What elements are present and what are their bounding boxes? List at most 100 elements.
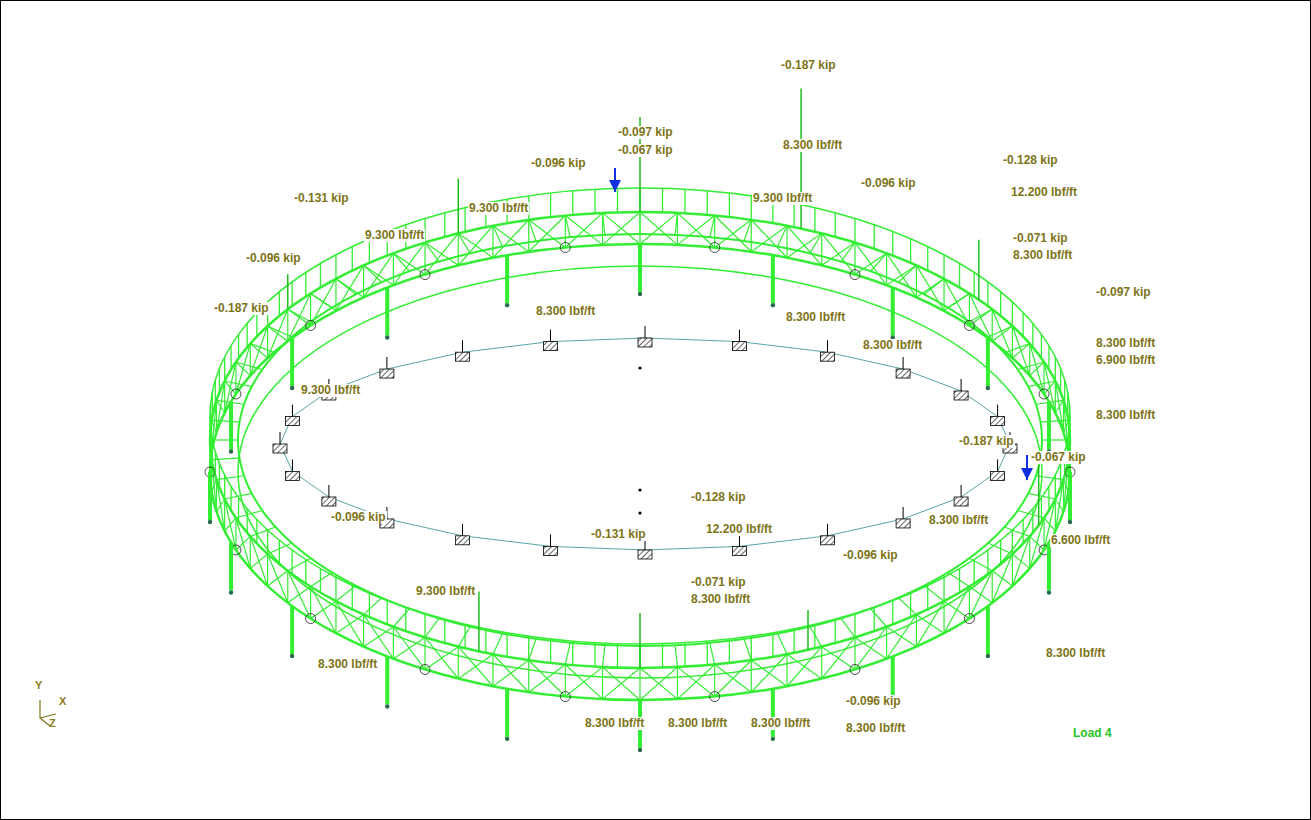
- distributed-load: [892, 600, 893, 624]
- distributed-load: [594, 189, 595, 213]
- load-value: 8.300 lbf/ft: [317, 658, 378, 671]
- truss-member: [1055, 499, 1056, 531]
- load-case-name: Load 4: [1072, 727, 1113, 740]
- truss-member: [267, 326, 268, 358]
- distributed-load: [210, 404, 211, 428]
- truss-member: [393, 253, 409, 271]
- load-value: 8.300 lbf/ft: [1095, 337, 1156, 350]
- node-marker: [306, 614, 316, 624]
- node-marker: [850, 270, 860, 280]
- truss-member: [364, 615, 394, 659]
- truss-member: [744, 220, 751, 241]
- truss-member: [1044, 518, 1055, 531]
- truss-member: [603, 212, 640, 245]
- distributed-load: [230, 346, 231, 370]
- distributed-load: [974, 273, 975, 297]
- truss-member: [528, 660, 529, 692]
- node-marker: [1039, 389, 1049, 399]
- truss-member: [1012, 326, 1013, 358]
- truss-member: [288, 309, 311, 322]
- fixed-support: [732, 546, 746, 555]
- distributed-load: [943, 577, 944, 601]
- truss-member: [458, 226, 493, 266]
- truss-member: [493, 220, 529, 258]
- distributed-load: [1064, 380, 1065, 404]
- column-end: [638, 292, 642, 296]
- column-end: [986, 654, 990, 658]
- load-value: 9.300 lbf/ft: [300, 384, 361, 397]
- truss-member: [1018, 362, 1044, 370]
- support-post: [961, 485, 962, 497]
- truss-member: [1063, 420, 1068, 432]
- truss-member: [217, 476, 245, 480]
- truss-member: [777, 226, 787, 247]
- point-load-arrow: [614, 168, 616, 192]
- distributed-load: [335, 255, 336, 279]
- load-value: 8.300 lbf/ft: [1045, 647, 1106, 660]
- distributed-load: [464, 208, 465, 232]
- truss-member: [425, 637, 458, 678]
- truss-member: [493, 226, 503, 247]
- node-marker: [850, 664, 860, 674]
- fixed-support: [544, 546, 558, 555]
- truss: [205, 212, 1075, 702]
- distributed-load: [729, 193, 730, 217]
- truss-member: [886, 627, 887, 659]
- truss-member: [529, 660, 566, 696]
- node-marker: [560, 242, 570, 252]
- fixed-support: [991, 471, 1005, 480]
- column-load: [1047, 542, 1051, 590]
- truss-member: [916, 615, 917, 647]
- truss-member: [992, 571, 1012, 586]
- truss-member: [529, 639, 536, 660]
- truss-member: [871, 253, 887, 271]
- fixed-support: [273, 444, 287, 453]
- truss-member: [943, 601, 944, 633]
- truss-member: [1055, 480, 1063, 531]
- distributed-load: [927, 247, 928, 271]
- truss-member: [715, 665, 752, 693]
- truss-member: [493, 654, 529, 692]
- truss-member: [969, 293, 992, 341]
- column-load: [986, 606, 990, 654]
- distributed-load: [1000, 540, 1001, 564]
- distributed-load: [212, 392, 213, 416]
- support-post: [328, 485, 329, 497]
- distributed-load: [215, 452, 216, 476]
- truss-member: [943, 279, 944, 311]
- distributed-load: [369, 593, 370, 617]
- support-tie: [280, 338, 1010, 550]
- load-value: -0.096 kip: [842, 549, 899, 562]
- truss-member: [787, 233, 822, 257]
- distributed-load: [1012, 530, 1013, 554]
- truss-member: [751, 660, 752, 692]
- load-value: 8.300 lbf/ft: [845, 722, 906, 735]
- distributed-load: [662, 644, 663, 668]
- truss-member: [458, 647, 493, 687]
- truss-member: [787, 226, 822, 266]
- truss-member: [887, 265, 917, 285]
- fixed-support: [285, 417, 299, 426]
- truss-member: [969, 587, 992, 603]
- truss-member: [810, 627, 822, 647]
- support-post: [386, 357, 387, 369]
- load-value: 8.300 lbf/ft: [667, 717, 728, 730]
- truss-member: [855, 253, 887, 274]
- distributed-load: [230, 486, 231, 510]
- truss-member: [916, 601, 944, 646]
- truss-member: [363, 615, 364, 647]
- truss-member: [887, 627, 917, 647]
- truss-member: [841, 618, 855, 637]
- truss-member: [677, 213, 714, 248]
- load-value: 8.300 lbf/ft: [690, 593, 751, 606]
- truss-member: [393, 609, 409, 627]
- column-end: [986, 386, 990, 390]
- support-post: [827, 524, 828, 536]
- truss-member: [887, 615, 917, 659]
- distributed-load: [528, 636, 529, 660]
- distributed-load: [1048, 486, 1049, 510]
- distributed-load: [814, 208, 815, 232]
- distributed-load: [238, 334, 239, 358]
- load-value: 8.300 lbf/ft: [584, 717, 645, 730]
- truss-member: [822, 233, 855, 274]
